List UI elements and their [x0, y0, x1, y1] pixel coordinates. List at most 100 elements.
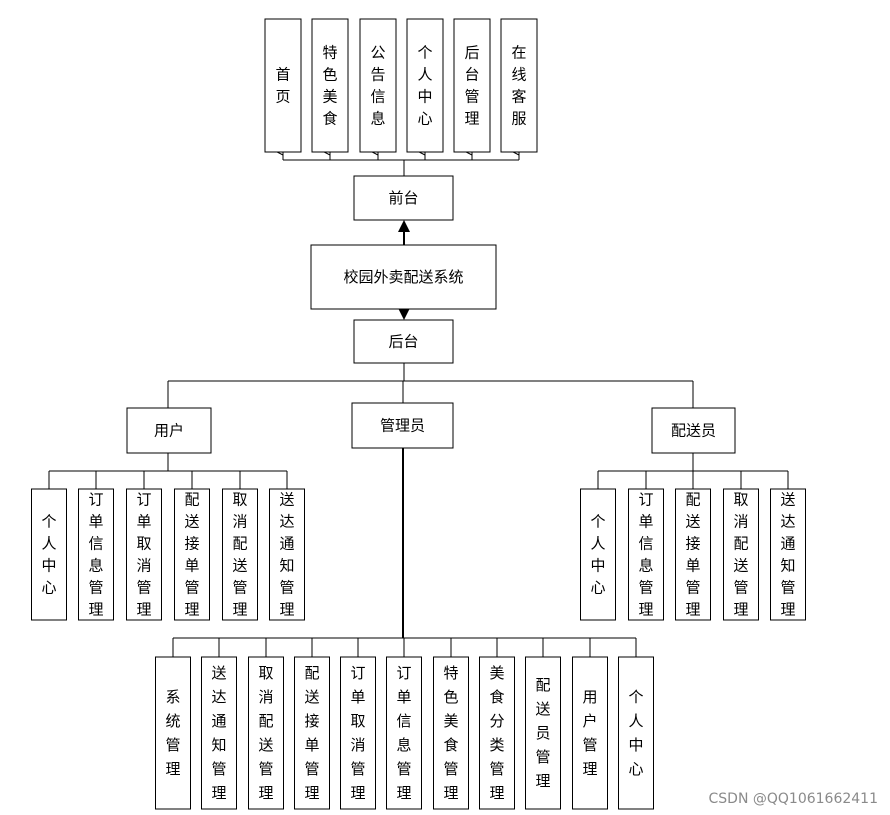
user-item-5-box	[222, 488, 258, 621]
front-item-1-label: 首页	[275, 66, 290, 106]
front-item-5: 后台管理	[453, 18, 491, 153]
courier-item-5: 送达通知管理	[770, 488, 806, 621]
admin-item-3-label: 取消配送管理	[258, 664, 273, 802]
front-item-4-box	[406, 18, 444, 153]
back-connectors	[167, 363, 694, 408]
admin-item-2: 送达通知管理	[201, 656, 237, 810]
front-node: 前台	[353, 175, 454, 221]
courier-item-4-box	[723, 488, 759, 621]
user-item-5: 取消配送管理	[222, 488, 258, 621]
courier-item-1-label: 个人中心	[590, 513, 605, 597]
admin-node-label: 管理员	[380, 417, 425, 435]
user-item-6: 送达通知管理	[269, 488, 305, 621]
front-item-2-box	[311, 18, 349, 153]
front-item-4: 个人中心	[406, 18, 444, 153]
courier-item-1: 个人中心	[580, 488, 616, 621]
admin-item-10-box	[572, 656, 608, 810]
admin-item-1: 系统管理	[155, 656, 191, 810]
admin-item-9: 配送员管理	[525, 656, 561, 810]
user-connectors	[49, 453, 287, 472]
admin-item-5: 订单取消管理	[340, 656, 376, 810]
user-item-2-box	[78, 488, 114, 621]
courier-item-4-label: 取消配送管理	[733, 491, 748, 619]
user-item-4-box	[174, 488, 210, 621]
front-item-1: 首页	[264, 18, 302, 153]
user-item-4: 配送接单管理	[174, 488, 210, 621]
front-item-2: 特色美食	[311, 18, 349, 153]
courier-item-2: 订单信息管理	[628, 488, 664, 621]
user-item-3: 订单取消管理	[126, 488, 162, 621]
front-item-3: 公告信息	[359, 18, 397, 153]
courier-item-1-box	[580, 488, 616, 621]
user-item-2-label: 订单信息管理	[88, 491, 103, 619]
root-node-label: 校园外卖配送系统	[343, 268, 463, 286]
courier-item-3-box	[675, 488, 711, 621]
back-node: 后台	[353, 319, 454, 364]
courier-connectors	[598, 453, 788, 472]
courier-item-4: 取消配送管理	[723, 488, 759, 621]
front-connectors	[283, 159, 519, 176]
admin-item-7-label: 特色美食管理	[443, 664, 458, 802]
courier-node-box	[651, 407, 736, 454]
courier-node: 配送员	[651, 407, 736, 454]
admin-item-4-label: 配送接单管理	[304, 664, 319, 802]
admin-item-6-box	[386, 656, 422, 810]
front-item-3-label: 公告信息	[370, 44, 385, 128]
courier-item-2-label: 订单信息管理	[638, 491, 653, 619]
admin-item-9-label: 配送员管理	[535, 676, 550, 790]
user-item-3-box	[126, 488, 162, 621]
admin-item-11: 个人中心	[618, 656, 654, 810]
courier-item-5-box	[770, 488, 806, 621]
admin-item-5-box	[340, 656, 376, 810]
user-item-3-label: 订单取消管理	[136, 491, 151, 619]
admin-item-10: 用户管理	[572, 656, 608, 810]
watermark: CSDN @QQ1061662411	[708, 791, 878, 807]
front-item-1-box	[264, 18, 302, 153]
user-node-box	[126, 407, 212, 454]
user-item-4-label: 配送接单管理	[184, 491, 199, 619]
front-item-2-label: 特色美食	[322, 44, 337, 128]
admin-item-1-label: 系统管理	[165, 688, 180, 778]
admin-item-6-label: 订单信息管理	[396, 664, 411, 802]
back-node-label: 后台	[388, 333, 418, 351]
courier-node-label: 配送员	[671, 422, 716, 440]
user-item-1-label: 个人中心	[41, 513, 56, 597]
admin-item-7: 特色美食管理	[433, 656, 469, 810]
front-node-label: 前台	[388, 189, 418, 207]
root-connectors	[398, 220, 410, 320]
user-item-2: 订单信息管理	[78, 488, 114, 621]
admin-item-8-label: 美食分类管理	[489, 664, 504, 802]
admin-item-3-box	[248, 656, 284, 810]
front-item-6-box	[500, 18, 538, 153]
admin-item-2-label: 送达通知管理	[211, 664, 226, 802]
admin-item-11-label: 个人中心	[628, 688, 643, 778]
admin-node: 管理员	[351, 402, 454, 449]
admin-item-9-box	[525, 656, 561, 810]
courier-item-5-label: 送达通知管理	[780, 491, 795, 619]
admin-item-4-box	[294, 656, 330, 810]
front-item-6-label: 在线客服	[511, 44, 526, 128]
user-node: 用户	[126, 407, 212, 454]
front-item-4-label: 个人中心	[417, 44, 432, 128]
courier-item-3: 配送接单管理	[675, 488, 711, 621]
user-item-5-label: 取消配送管理	[232, 491, 247, 619]
admin-item-8: 美食分类管理	[479, 656, 515, 810]
user-item-6-label: 送达通知管理	[279, 491, 294, 619]
admin-item-5-label: 订单取消管理	[350, 664, 365, 802]
courier-item-3-label: 配送接单管理	[685, 491, 700, 619]
admin-item-11-box	[618, 656, 654, 810]
admin-item-8-box	[479, 656, 515, 810]
root-node-box	[310, 244, 497, 310]
root-node: 校园外卖配送系统	[310, 244, 497, 310]
user-item-1: 个人中心	[31, 488, 67, 621]
front-item-6: 在线客服	[500, 18, 538, 153]
admin-item-7-box	[433, 656, 469, 810]
user-node-label: 用户	[154, 422, 184, 440]
back-node-box	[353, 319, 454, 364]
front-node-box	[353, 175, 454, 221]
admin-item-2-box	[201, 656, 237, 810]
front-item-3-box	[359, 18, 397, 153]
front-item-5-label: 后台管理	[464, 44, 479, 128]
admin-item-1-box	[155, 656, 191, 810]
